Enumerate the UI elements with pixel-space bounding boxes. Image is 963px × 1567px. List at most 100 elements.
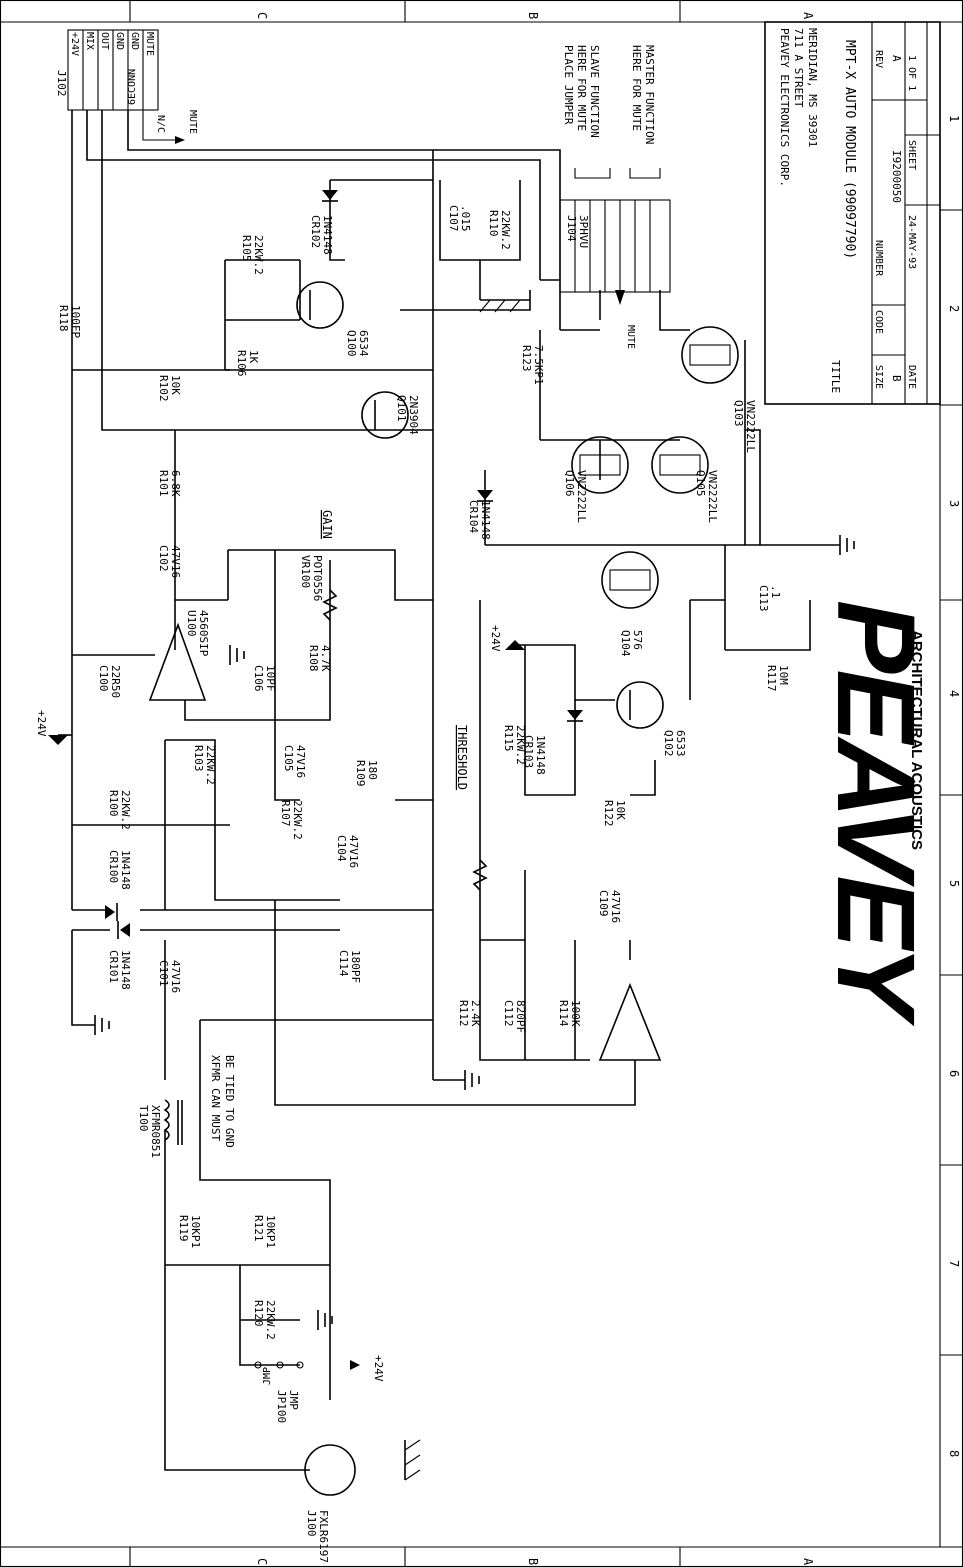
drawing-number: I9200050 bbox=[890, 150, 903, 203]
component-ref-r102: R102 bbox=[157, 375, 170, 402]
col-4: 4 bbox=[947, 690, 961, 697]
component-value-vr100: POT0556 bbox=[311, 555, 324, 601]
p24v-mid: +24V bbox=[489, 625, 502, 652]
component-value-q100: 6534 bbox=[357, 330, 370, 357]
gain-label: GAIN bbox=[320, 510, 334, 539]
component-ref-c107: C107 bbox=[447, 205, 460, 232]
component-ref-r112: R112 bbox=[457, 1000, 470, 1027]
component-value-c107: .015 bbox=[459, 205, 472, 232]
ground-symbol-2 bbox=[94, 1015, 110, 1035]
component-value-r102: 10K bbox=[169, 375, 182, 395]
vr100-gain-pot bbox=[322, 589, 338, 621]
component-ref-q103: Q103 bbox=[732, 400, 745, 427]
note-master-1: HERE FOR MUTE bbox=[630, 45, 643, 131]
component-ref-cr102: CR102 bbox=[309, 215, 322, 248]
component-value-q102: 6533 bbox=[674, 730, 687, 757]
component-value-r120: 22KW.2 bbox=[264, 1300, 277, 1340]
size-label: SIZE bbox=[873, 365, 884, 389]
note-slave-2: HERE FOR MUTE bbox=[575, 45, 588, 131]
component-ref-t100: T100 bbox=[137, 1105, 150, 1132]
ground-symbol-3 bbox=[464, 1070, 480, 1090]
component-ref-c105: C105 bbox=[282, 745, 295, 772]
logo-registered: ® bbox=[882, 615, 907, 629]
u100b-opamp bbox=[598, 982, 662, 1061]
component-value-r101: 6.8K bbox=[169, 470, 182, 497]
title-label: TITLE bbox=[829, 360, 842, 393]
component-value-q101: 2N3904 bbox=[407, 395, 420, 435]
component-ref-r108: R108 bbox=[307, 645, 320, 672]
component-value-r109: 180 bbox=[366, 760, 379, 780]
note-xfmr-2: BE TIED TO GND bbox=[223, 1055, 236, 1148]
component-ref-r105: R105 bbox=[240, 235, 253, 262]
component-ref-q100: Q100 bbox=[345, 330, 358, 357]
component-ref-c113: C113 bbox=[757, 585, 770, 612]
logo-subtitle: ARCHITECTURAL ACOUSTICS bbox=[908, 630, 925, 850]
component-value-r117: 10M bbox=[777, 665, 790, 685]
component-value-jp100: JMP bbox=[287, 1390, 300, 1410]
component-ref-cr101: CR101 bbox=[107, 950, 120, 983]
component-value-r114: 100K bbox=[569, 1000, 582, 1027]
component-ref-c100: C100 bbox=[97, 665, 110, 692]
j102-pin-mute: MUTE bbox=[144, 32, 155, 56]
chassis-ground-1 bbox=[479, 299, 530, 313]
diode-cr104 bbox=[477, 490, 493, 502]
j100-xlr bbox=[304, 1444, 356, 1496]
component-ref-c112: C112 bbox=[502, 1000, 515, 1027]
component-value-c102: 47V16 bbox=[169, 545, 182, 578]
component-ref-r118: R118 bbox=[57, 305, 70, 332]
peavey-logo: PEAVEY ARCHITECTURAL ACOUSTICS ® bbox=[814, 600, 937, 1027]
component-ref-c109: C109 bbox=[597, 890, 610, 917]
component-ref-r123: R123 bbox=[520, 345, 533, 372]
component-value-cr104: 1N4148 bbox=[479, 500, 492, 540]
p24v-left: +24V bbox=[35, 710, 48, 737]
j102-pin-gnd1: GND bbox=[114, 32, 125, 50]
diode-cr101 bbox=[117, 921, 130, 939]
j102-ref: J102 bbox=[55, 70, 68, 97]
component-value-c106: 10PF bbox=[264, 665, 277, 692]
component-value-q106: VN2222LL bbox=[575, 470, 588, 523]
component-value-j100: FXLR6197 bbox=[317, 1510, 330, 1563]
jmp-label: JMP bbox=[262, 1367, 273, 1385]
q105-mosfet bbox=[651, 436, 709, 494]
number-label: NUMBER bbox=[873, 240, 884, 277]
component-value-cr100: 1N4148 bbox=[119, 850, 132, 890]
j102-mute-out: MUTE bbox=[187, 110, 198, 134]
date-value: 24-MAY-93 bbox=[906, 215, 917, 269]
company-street: 711 A STREET bbox=[792, 28, 805, 108]
component-value-u100: 4560SIP bbox=[197, 610, 210, 657]
component-value-t100: XFMR0851 bbox=[149, 1105, 162, 1158]
rev-label: REV bbox=[873, 50, 884, 68]
notes: PLACE JUMPER HERE FOR MUTE SLAVE FUNCTIO… bbox=[209, 45, 661, 1148]
component-value-r105: 22KW.2 bbox=[252, 235, 265, 275]
connector-j102: J102 +24V MIX OUT GND GND MUTE 6ECONN N/… bbox=[55, 29, 198, 144]
j104-headers bbox=[559, 199, 671, 293]
component-ref-c106: C106 bbox=[252, 665, 265, 692]
col-3: 3 bbox=[947, 500, 961, 507]
q103-mosfet bbox=[681, 326, 739, 384]
q106-mosfet bbox=[571, 436, 629, 494]
diode-cr102 bbox=[322, 190, 338, 202]
component-ref-r117: R117 bbox=[765, 665, 778, 692]
diode-cr103 bbox=[567, 710, 583, 722]
power-symbols: +24V +24V +24V MUTE bbox=[35, 290, 855, 1481]
note-xfmr-1: XFMR CAN MUST bbox=[209, 1055, 222, 1141]
col-2: 2 bbox=[947, 305, 961, 312]
component-ref-cr104: CR104 bbox=[467, 500, 480, 533]
component-ref-jp100: JP100 bbox=[275, 1390, 288, 1423]
component-ref-u100: U100 bbox=[185, 610, 198, 637]
note-slave-1: PLACE JUMPER bbox=[562, 45, 575, 125]
u100a-opamp bbox=[148, 622, 207, 701]
component-ref-r103: R103 bbox=[192, 745, 205, 772]
component-value-c112: 820PF bbox=[514, 1000, 527, 1033]
component-ref-r115: R115 bbox=[502, 725, 515, 752]
date-label: DATE bbox=[906, 365, 917, 389]
chassis-ground-2 bbox=[404, 1439, 421, 1481]
zone-top-a: A bbox=[801, 12, 815, 20]
p24v-bottom: +24V bbox=[372, 1355, 385, 1382]
component-ref-j104: J104 bbox=[565, 215, 578, 242]
j102-pin-out: OUT bbox=[99, 32, 110, 50]
drawing-title: MPT-X AUTO MODULE (99097790) bbox=[842, 40, 857, 259]
zone-labels: C B A C B A 1 2 3 4 5 6 7 8 bbox=[255, 12, 961, 1566]
